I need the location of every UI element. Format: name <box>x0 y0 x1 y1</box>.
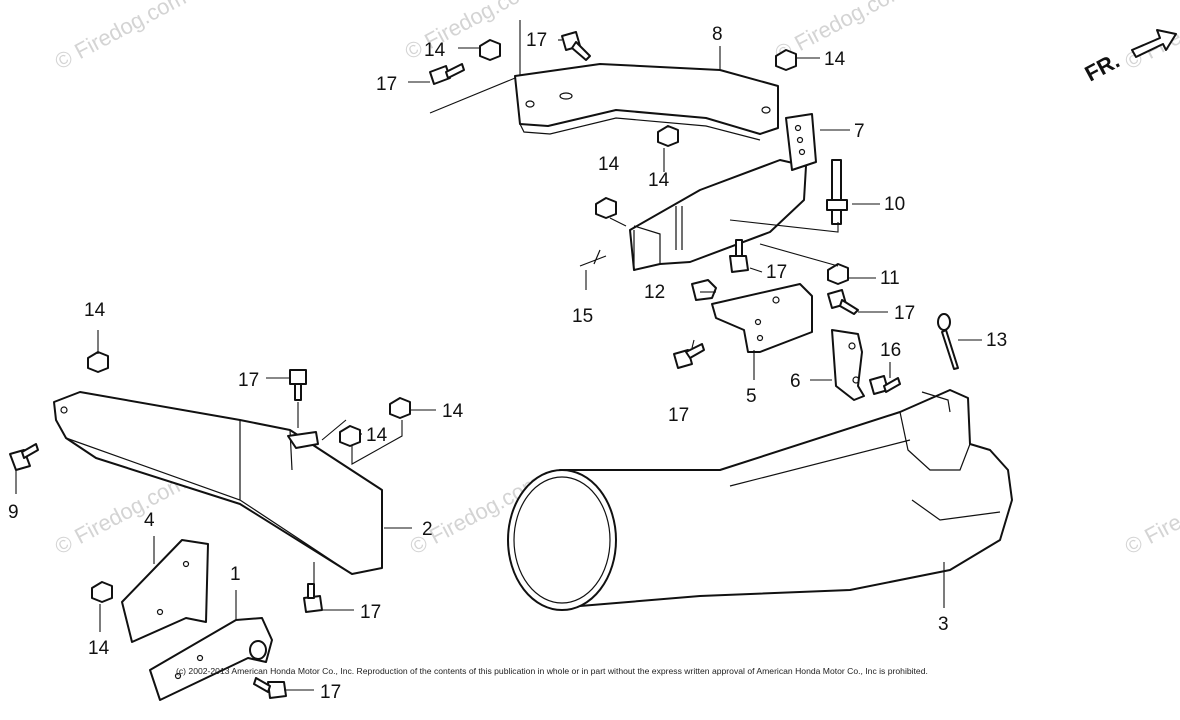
callout-14: 14 <box>424 40 446 61</box>
copyright-notice: (c) 2002-2013 American Honda Motor Co., … <box>176 666 928 676</box>
part-15-clip[interactable] <box>579 249 607 267</box>
flange-nut-icon[interactable] <box>775 49 797 71</box>
callout-14: 14 <box>84 300 106 321</box>
flange-nut-icon[interactable] <box>479 39 501 61</box>
callout-9: 9 <box>8 502 19 523</box>
flange-nut-icon[interactable] <box>91 581 113 603</box>
hardware-fasteners <box>9 31 901 699</box>
callout-14: 14 <box>366 425 388 446</box>
flange-bolt-icon[interactable] <box>9 443 39 471</box>
callout-1: 1 <box>230 564 241 585</box>
flange-bolt-icon[interactable] <box>729 239 749 273</box>
front-label: FR. <box>1081 48 1124 87</box>
flange-bolt-icon[interactable] <box>429 63 465 85</box>
part-4-bracket[interactable] <box>121 539 209 643</box>
callout-2: 2 <box>422 519 433 540</box>
flange-nut-icon[interactable] <box>389 397 411 419</box>
callout-17: 17 <box>766 262 787 283</box>
callout-11: 11 <box>880 268 900 289</box>
callout-14: 14 <box>442 401 464 422</box>
watermark-text: © Firedog.com <box>51 0 190 74</box>
callout-16: 16 <box>880 340 901 361</box>
callout-17: 17 <box>894 303 915 324</box>
callout-17: 17 <box>526 30 547 51</box>
callout-17: 17 <box>376 74 397 95</box>
callout-labels: 8 7 10 11 13 16 6 5 12 15 3 2 4 1 9 14 1… <box>8 24 1007 703</box>
flange-bolt-icon[interactable] <box>561 31 591 61</box>
part-2-shaft-cover[interactable] <box>53 391 383 575</box>
front-arrow-icon <box>1131 29 1177 58</box>
callout-5: 5 <box>746 386 757 407</box>
part-10-pivot-bolt[interactable] <box>826 159 848 225</box>
callout-14: 14 <box>648 170 670 191</box>
flange-bolt-icon[interactable] <box>827 289 859 315</box>
part-5-lower-bracket[interactable] <box>711 283 813 353</box>
callout-8: 8 <box>712 24 723 45</box>
callout-6: 6 <box>790 371 801 392</box>
callout-17: 17 <box>238 370 259 391</box>
flange-nut-icon[interactable] <box>595 197 617 219</box>
callout-17: 17 <box>320 682 341 703</box>
part-8-upper-bracket[interactable] <box>514 63 779 141</box>
watermark-text: © Firedog.com <box>1121 469 1180 559</box>
callout-3: 3 <box>938 614 949 635</box>
callout-14: 14 <box>88 638 110 659</box>
callout-14: 14 <box>598 154 620 175</box>
flange-nut-icon[interactable] <box>339 425 361 447</box>
callout-12: 12 <box>644 282 665 303</box>
watermark-text: © Firedog.com <box>401 0 540 64</box>
flange-nut-icon[interactable] <box>657 125 679 147</box>
flange-bolt-icon[interactable] <box>253 677 287 699</box>
part-1-bracket[interactable] <box>149 617 273 701</box>
flange-bolt-icon[interactable] <box>673 343 705 369</box>
callout-17: 17 <box>668 405 689 426</box>
part-7-tilt-bracket[interactable] <box>629 113 817 271</box>
callout-13: 13 <box>986 330 1007 351</box>
flange-bolt-icon[interactable] <box>869 375 901 395</box>
callout-4: 4 <box>144 510 155 531</box>
flange-nut-icon[interactable] <box>87 351 109 373</box>
part-11-nut[interactable] <box>827 263 849 285</box>
callout-15: 15 <box>572 306 593 327</box>
callout-10: 10 <box>884 194 905 215</box>
callout-17: 17 <box>360 602 381 623</box>
watermark-text: © Firedog.com <box>51 469 190 559</box>
part-6-hinge-bracket[interactable] <box>831 329 865 401</box>
flange-bolt-icon[interactable] <box>303 583 323 613</box>
callout-14: 14 <box>824 49 846 70</box>
flange-bolt-icon[interactable] <box>289 369 307 401</box>
callout-7: 7 <box>854 121 865 142</box>
part-13-pin[interactable] <box>937 313 959 370</box>
part-12-collar[interactable] <box>691 279 717 301</box>
part-3-discharge-chute[interactable] <box>507 389 1013 611</box>
leader-lines <box>15 39 982 691</box>
